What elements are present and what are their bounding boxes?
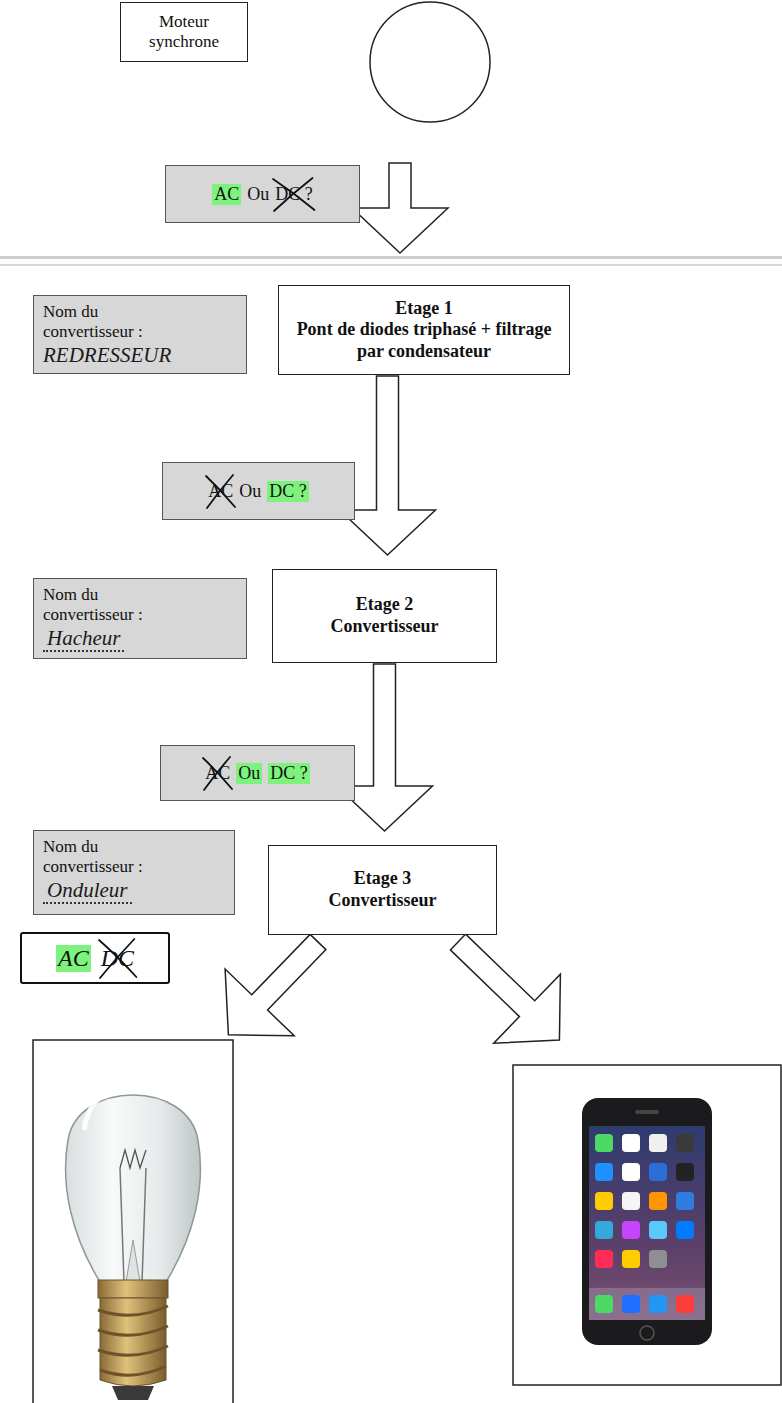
box-title: Etage 2	[356, 594, 414, 616]
handwritten-answer: Onduleur	[43, 878, 132, 904]
field-label: Nom du convertisseur :	[43, 837, 171, 876]
option-text: DC ?	[275, 184, 313, 205]
box-title: Etage 1	[395, 298, 453, 320]
option-text: DC ?	[267, 481, 309, 502]
field-label: Nom du convertisseur :	[43, 302, 171, 341]
image-frame	[33, 1040, 233, 1403]
question-box: AC Ou DC ?	[160, 745, 355, 801]
answer-line: Onduleur	[43, 876, 225, 904]
answer-line: Hacheur	[43, 624, 237, 652]
box-text: Convertisseur	[331, 616, 439, 638]
option-text: DC ?	[268, 763, 310, 784]
box-text: Convertisseur	[329, 890, 437, 912]
answer-box: Nom du convertisseur :Onduleur	[33, 830, 235, 915]
handwritten-box: AC DC	[20, 932, 170, 984]
question-box: AC Ou DC ?	[162, 462, 355, 520]
option-text: AC	[208, 481, 233, 502]
answer-box: Nom du convertisseur :REDRESSEUR	[33, 295, 247, 374]
handwritten-answer: Hacheur	[43, 626, 124, 652]
answer-box: Nom du convertisseur :Hacheur	[33, 578, 247, 659]
block-arrow	[352, 163, 448, 253]
option-text: Ou	[239, 481, 261, 502]
question-box: AC Ou DC ?	[165, 165, 360, 223]
process-box: Etage 1Pont de diodes triphasé + filtrag…	[278, 285, 570, 375]
box-text: Pont de diodes triphasé + filtrage par c…	[289, 319, 559, 362]
smartphone	[582, 1098, 712, 1345]
option-text: AC	[205, 763, 230, 784]
process-box: Etage 2Convertisseur	[272, 569, 497, 663]
answer-line: REDRESSEUR	[43, 341, 237, 367]
process-box: Etage 3Convertisseur	[268, 845, 497, 935]
handwritten-answer: REDRESSEUR	[43, 343, 171, 367]
option-text: Ou	[236, 763, 262, 784]
box-title: Moteur synchrone	[129, 12, 239, 53]
light-bulb	[66, 1092, 201, 1400]
scan-line	[0, 264, 782, 266]
field-label: Nom du convertisseur :	[43, 585, 171, 624]
label-box: Moteur synchrone	[120, 2, 248, 62]
option-text: DC	[101, 945, 134, 972]
option-text: AC	[56, 945, 91, 972]
scan-line	[0, 256, 782, 259]
box-title: Etage 3	[354, 868, 412, 890]
image-frame	[513, 1065, 781, 1385]
option-text: AC	[212, 184, 241, 205]
option-text: Ou	[247, 184, 269, 205]
motor-circle	[370, 2, 490, 122]
